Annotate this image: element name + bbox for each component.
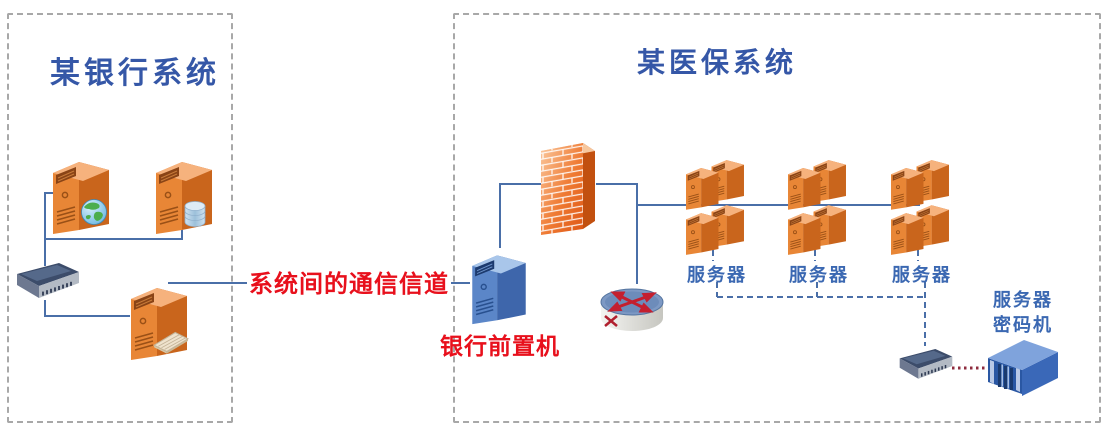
- database-icon: [184, 200, 206, 228]
- wire-webserver-to-switch: [44, 192, 54, 266]
- server-cluster-icon: [683, 152, 747, 256]
- wire-firewall-to-router: [596, 183, 638, 284]
- medical-system-title: 某医保系统: [637, 47, 798, 78]
- server-label-3: 服务器: [892, 265, 952, 285]
- firewall-icon: [537, 141, 599, 237]
- medical-system-box: [453, 13, 1101, 423]
- communication-channel-label: 系统间的通信信道: [247, 264, 451, 299]
- wire-frontmachine-to-firewall: [499, 183, 542, 248]
- bank-system-title: 某银行系统: [50, 57, 220, 90]
- cipher-machine-label-line1: 服务器: [993, 290, 1053, 310]
- cipher-machine-icon: [984, 338, 1062, 396]
- keyboard-icon: [152, 329, 190, 355]
- network-switch-icon: [898, 346, 954, 386]
- server-label-1: 服务器: [687, 265, 747, 285]
- wire-switch-to-appserver: [44, 300, 130, 317]
- server-cluster-icon: [785, 152, 849, 256]
- router-icon: [599, 280, 665, 334]
- front-machine-server-icon: [468, 242, 530, 326]
- cipher-machine-label: 服务器 密码机: [986, 288, 1060, 338]
- front-machine-label: 银行前置机: [440, 333, 560, 359]
- globe-icon: [80, 198, 108, 226]
- bank-system-box: [7, 13, 233, 423]
- network-switch-icon: [15, 262, 81, 304]
- server-cluster-icon: [888, 152, 952, 256]
- cipher-machine-label-line2: 密码机: [993, 315, 1053, 335]
- server-label-2: 服务器: [789, 265, 849, 285]
- wire-switchline-to-dbserver: [45, 230, 183, 240]
